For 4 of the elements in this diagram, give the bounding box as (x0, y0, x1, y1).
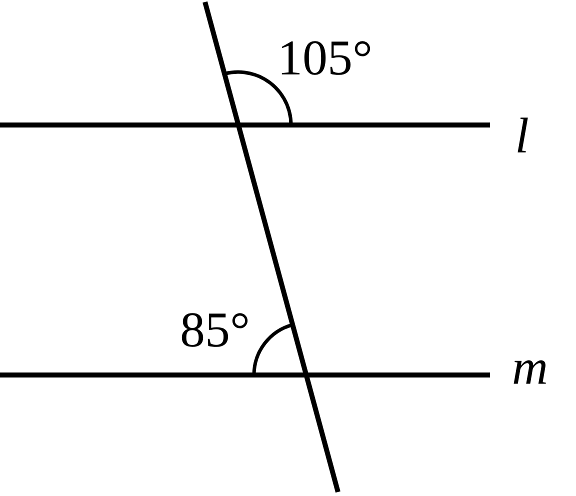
angle-label: 105° (282, 41, 370, 75)
line-label: m (514, 360, 546, 384)
angle-label: 85° (182, 313, 248, 347)
line-label: l (518, 118, 528, 152)
